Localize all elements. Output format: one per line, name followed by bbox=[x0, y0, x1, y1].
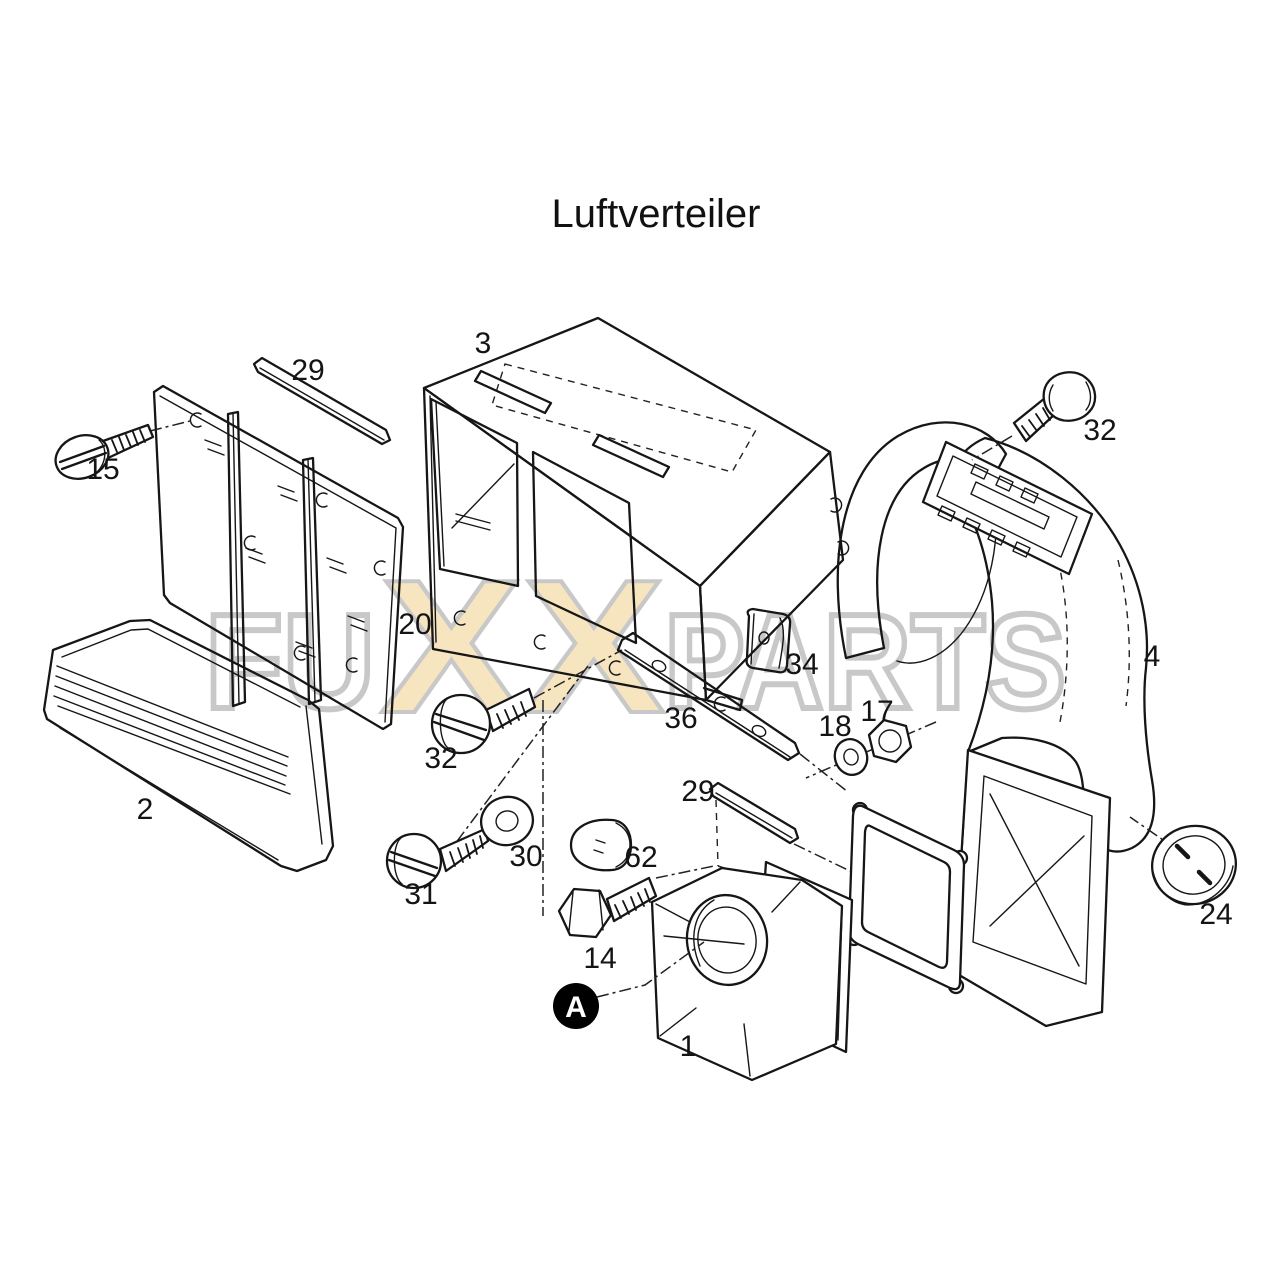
label-34: 34 bbox=[785, 648, 818, 681]
part-gasket bbox=[845, 801, 969, 995]
part-nut-17 bbox=[867, 718, 913, 764]
part-duct-funnel bbox=[952, 748, 1112, 1028]
label-17: 17 bbox=[860, 695, 893, 728]
part-screw-15 bbox=[54, 419, 195, 480]
watermark-text-xx: XX bbox=[380, 541, 665, 753]
label-4: 4 bbox=[1144, 640, 1161, 673]
label-29-top: 29 bbox=[291, 354, 324, 387]
part-duct-grille bbox=[921, 440, 1094, 576]
part-mounting-panel-20 bbox=[152, 384, 405, 731]
part-cover-3 bbox=[422, 316, 850, 712]
label-24: 24 bbox=[1199, 898, 1232, 931]
label-32-right: 32 bbox=[1083, 414, 1116, 447]
part-washer-30 bbox=[479, 795, 535, 847]
part-labels: 15 29 3 32 20 2 32 31 30 62 14 1 36 34 2… bbox=[86, 327, 1232, 1063]
page-title: Luftverteiler bbox=[552, 192, 761, 236]
watermark-text-parts: PARTS bbox=[664, 586, 1066, 737]
badge-circle bbox=[553, 983, 599, 1029]
label-31: 31 bbox=[404, 878, 437, 911]
badge-letter: A bbox=[565, 991, 587, 1024]
part-plug-62 bbox=[569, 818, 633, 872]
part-screw-32-right bbox=[971, 371, 1097, 461]
reference-badge-a: A bbox=[553, 941, 705, 1029]
label-30: 30 bbox=[509, 840, 542, 873]
label-1: 1 bbox=[680, 1030, 697, 1063]
label-32-left: 32 bbox=[424, 742, 457, 775]
label-15: 15 bbox=[86, 453, 119, 486]
part-seal-strip-29-top bbox=[252, 356, 392, 446]
part-cap-24 bbox=[1129, 816, 1238, 906]
label-29-lower: 29 bbox=[681, 775, 714, 808]
part-housing-1 bbox=[650, 866, 844, 1082]
label-18: 18 bbox=[818, 710, 851, 743]
part-screw-31 bbox=[385, 827, 490, 890]
label-2: 2 bbox=[137, 793, 154, 826]
label-3: 3 bbox=[475, 327, 492, 360]
part-seal-strip-29-lower bbox=[708, 753, 853, 909]
part-grille-2 bbox=[42, 618, 335, 873]
label-20: 20 bbox=[398, 608, 431, 641]
part-clip-34 bbox=[745, 607, 792, 674]
label-36: 36 bbox=[664, 702, 697, 735]
part-screw-32-left bbox=[430, 687, 537, 755]
part-washer-18 bbox=[833, 738, 869, 776]
watermark: FU XX PARTS bbox=[202, 539, 1069, 755]
part-bolt-14 bbox=[557, 865, 715, 939]
label-14: 14 bbox=[583, 942, 616, 975]
leader-nut-washer bbox=[805, 721, 937, 779]
label-62: 62 bbox=[624, 841, 657, 874]
leader-washer30 bbox=[451, 665, 589, 849]
part-bar-36 bbox=[616, 631, 801, 762]
leader-bar36 bbox=[533, 649, 623, 699]
